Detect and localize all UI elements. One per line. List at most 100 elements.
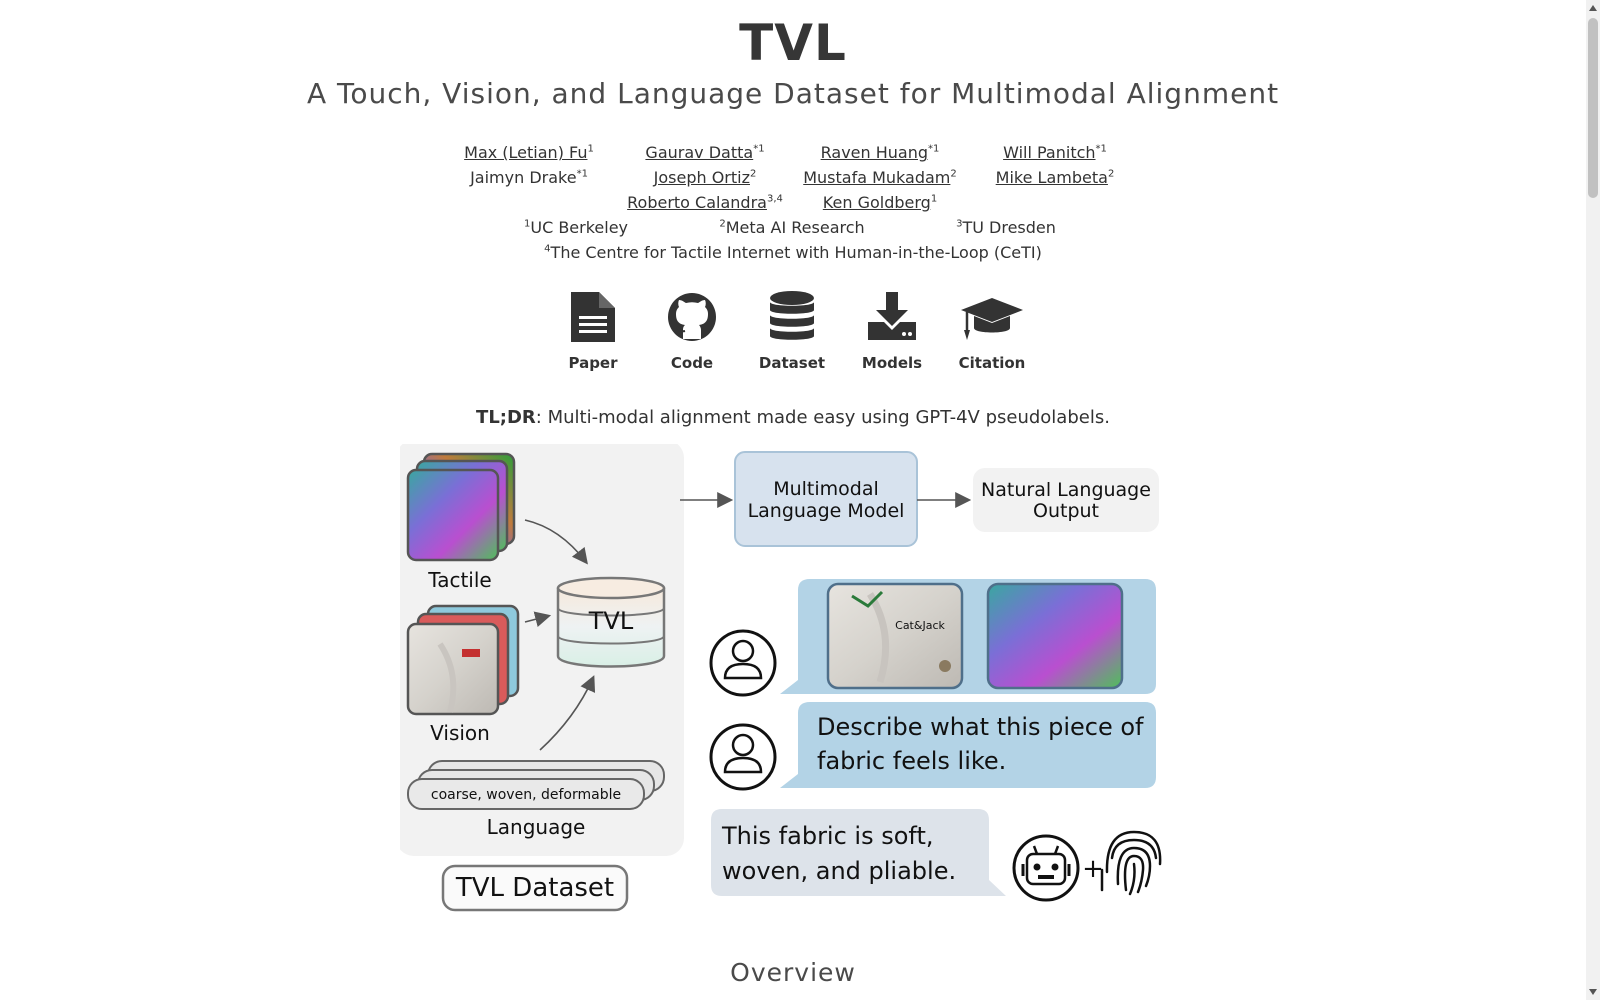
tvl-database-icon: [556, 576, 666, 668]
tactile-arrow: [524, 519, 588, 565]
author-link[interactable]: Will Panitch*1: [1003, 143, 1107, 162]
models-label: Models: [861, 354, 923, 372]
mllm-line1: Multimodal: [773, 478, 879, 500]
language-text-stack: [407, 760, 665, 810]
prompt-message-bubble: [780, 702, 1156, 788]
answer-line2: woven, and pliable.: [722, 857, 956, 885]
author-name: Joseph Ortiz: [653, 168, 750, 187]
tvl-dataset-label: TVL Dataset: [455, 873, 614, 903]
vision-arrow: [524, 611, 552, 627]
language-sample-text: coarse, woven, deformable: [431, 787, 621, 803]
scroll-up-icon[interactable]: [1589, 5, 1597, 11]
file-icon: [571, 292, 615, 342]
author-sup: 2: [749, 168, 757, 180]
dataset-button[interactable]: Dataset: [747, 290, 837, 372]
author-sup: *1: [1095, 143, 1107, 155]
author-sup: *1: [753, 143, 765, 155]
user-avatar-icon: [709, 723, 777, 791]
vision-image-stack: [406, 604, 520, 716]
affiliation: 4The Centre for Tactile Internet with Hu…: [544, 243, 1042, 262]
teaser-figure: Tactile Vision coarse, woven, deformable…: [400, 444, 1162, 912]
code-button[interactable]: Code: [647, 290, 737, 372]
author-name: Ken Goldberg: [822, 193, 931, 212]
author-link[interactable]: Ken Goldberg1: [823, 193, 937, 212]
output-line2: Output: [1033, 500, 1099, 522]
author-name: Mustafa Mukadam: [803, 168, 951, 187]
author-name: Gaurav Datta: [645, 143, 754, 162]
language-label: Language: [487, 815, 586, 839]
author-sup: *1: [576, 168, 588, 180]
author-name: Roberto Calandra: [627, 193, 767, 212]
author-name: Mike Lambeta: [995, 168, 1108, 187]
tvl-database-label: TVL: [588, 607, 634, 635]
models-button[interactable]: Models: [847, 290, 937, 372]
user-avatar-icon: [709, 629, 777, 697]
answer-message-bubble: [711, 809, 1006, 896]
dataset-label: Dataset: [758, 354, 826, 372]
prompt-line1: Describe what this piece of: [817, 713, 1144, 741]
tactile-image-stack: [406, 452, 516, 562]
jeans-photo: Cat&Jack: [826, 582, 964, 690]
author-link[interactable]: Max (Letian) Fu1: [464, 143, 594, 162]
author-link[interactable]: Mustafa Mukadam2: [803, 168, 957, 187]
paper-button[interactable]: Paper: [548, 290, 638, 372]
mllm-box: [734, 451, 918, 547]
author-sup: 2: [950, 168, 957, 180]
author-link[interactable]: Mike Lambeta2: [996, 168, 1115, 187]
author-link[interactable]: Raven Huang*1: [821, 143, 940, 162]
author-sup: *1: [928, 143, 940, 155]
affiliation-name: Meta AI Research: [725, 218, 865, 237]
affiliation-sup: 2: [719, 218, 726, 230]
mllm-line2: Language Model: [748, 500, 905, 522]
overview-heading: Overview: [730, 958, 856, 987]
output-box: [973, 468, 1159, 532]
vision-label: Vision: [430, 721, 490, 745]
affiliation: 1UC Berkeley: [524, 218, 628, 237]
code-label: Code: [670, 354, 714, 372]
scrollbar-thumb[interactable]: [1588, 18, 1598, 198]
affiliation-sup: 4: [544, 243, 551, 255]
author-sup: 1: [587, 143, 594, 155]
citation-label: Citation: [958, 354, 1026, 372]
affiliation-sup: 1: [523, 218, 531, 230]
page-subtitle: A Touch, Vision, and Language Dataset fo…: [306, 77, 1280, 110]
affiliation: 3TU Dresden: [956, 218, 1056, 237]
github-icon: [668, 293, 716, 341]
vertical-scrollbar[interactable]: [1586, 0, 1600, 1000]
affiliation-name: The Centre for Tactile Internet with Hum…: [550, 243, 1042, 262]
author-link[interactable]: Joseph Ortiz2: [654, 168, 757, 187]
prompt-line2: fabric feels like.: [817, 747, 1006, 775]
scroll-down-icon[interactable]: [1589, 989, 1597, 995]
plus-sign: +: [1082, 854, 1104, 884]
output-line1: Natural Language: [981, 479, 1151, 501]
answer-line1: This fabric is soft,: [721, 822, 933, 850]
tvl-dataset-box: [441, 864, 629, 912]
tldr: TL;DR: Multi-modal alignment made easy u…: [0, 407, 1586, 428]
author-link[interactable]: Gaurav Datta*1: [645, 143, 764, 162]
affiliation-name: UC Berkeley: [530, 218, 629, 237]
author-sup: 2: [1107, 168, 1115, 180]
download-icon: [868, 292, 916, 340]
tldr-text: : Multi-modal alignment made easy using …: [535, 407, 1110, 428]
graduation-cap-icon: [961, 298, 1023, 340]
paper-label: Paper: [568, 354, 618, 372]
author-link[interactable]: Roberto Calandra3,4: [627, 193, 783, 212]
author-name: Jaimyn Drake*1: [470, 168, 588, 187]
fingerprint-icon: [1100, 830, 1162, 896]
robot-icon: [1012, 834, 1080, 902]
author-sup: 1: [930, 193, 938, 205]
language-arrow: [539, 675, 596, 751]
affiliation: 2Meta AI Research: [719, 218, 864, 237]
tactile-label: Tactile: [427, 568, 491, 592]
affiliation-name: TU Dresden: [962, 218, 1056, 237]
database-icon: [770, 291, 814, 340]
citation-button[interactable]: Citation: [947, 290, 1037, 372]
author-name: Will Panitch: [1003, 143, 1096, 162]
author-sup: 3,4: [766, 193, 783, 205]
affiliation-sup: 3: [956, 218, 963, 230]
author-name: Raven Huang: [820, 143, 929, 162]
tldr-label: TL;DR: [476, 407, 536, 428]
author-name: Max (Letian) Fu: [464, 143, 588, 162]
tactile-photo: [986, 582, 1124, 690]
